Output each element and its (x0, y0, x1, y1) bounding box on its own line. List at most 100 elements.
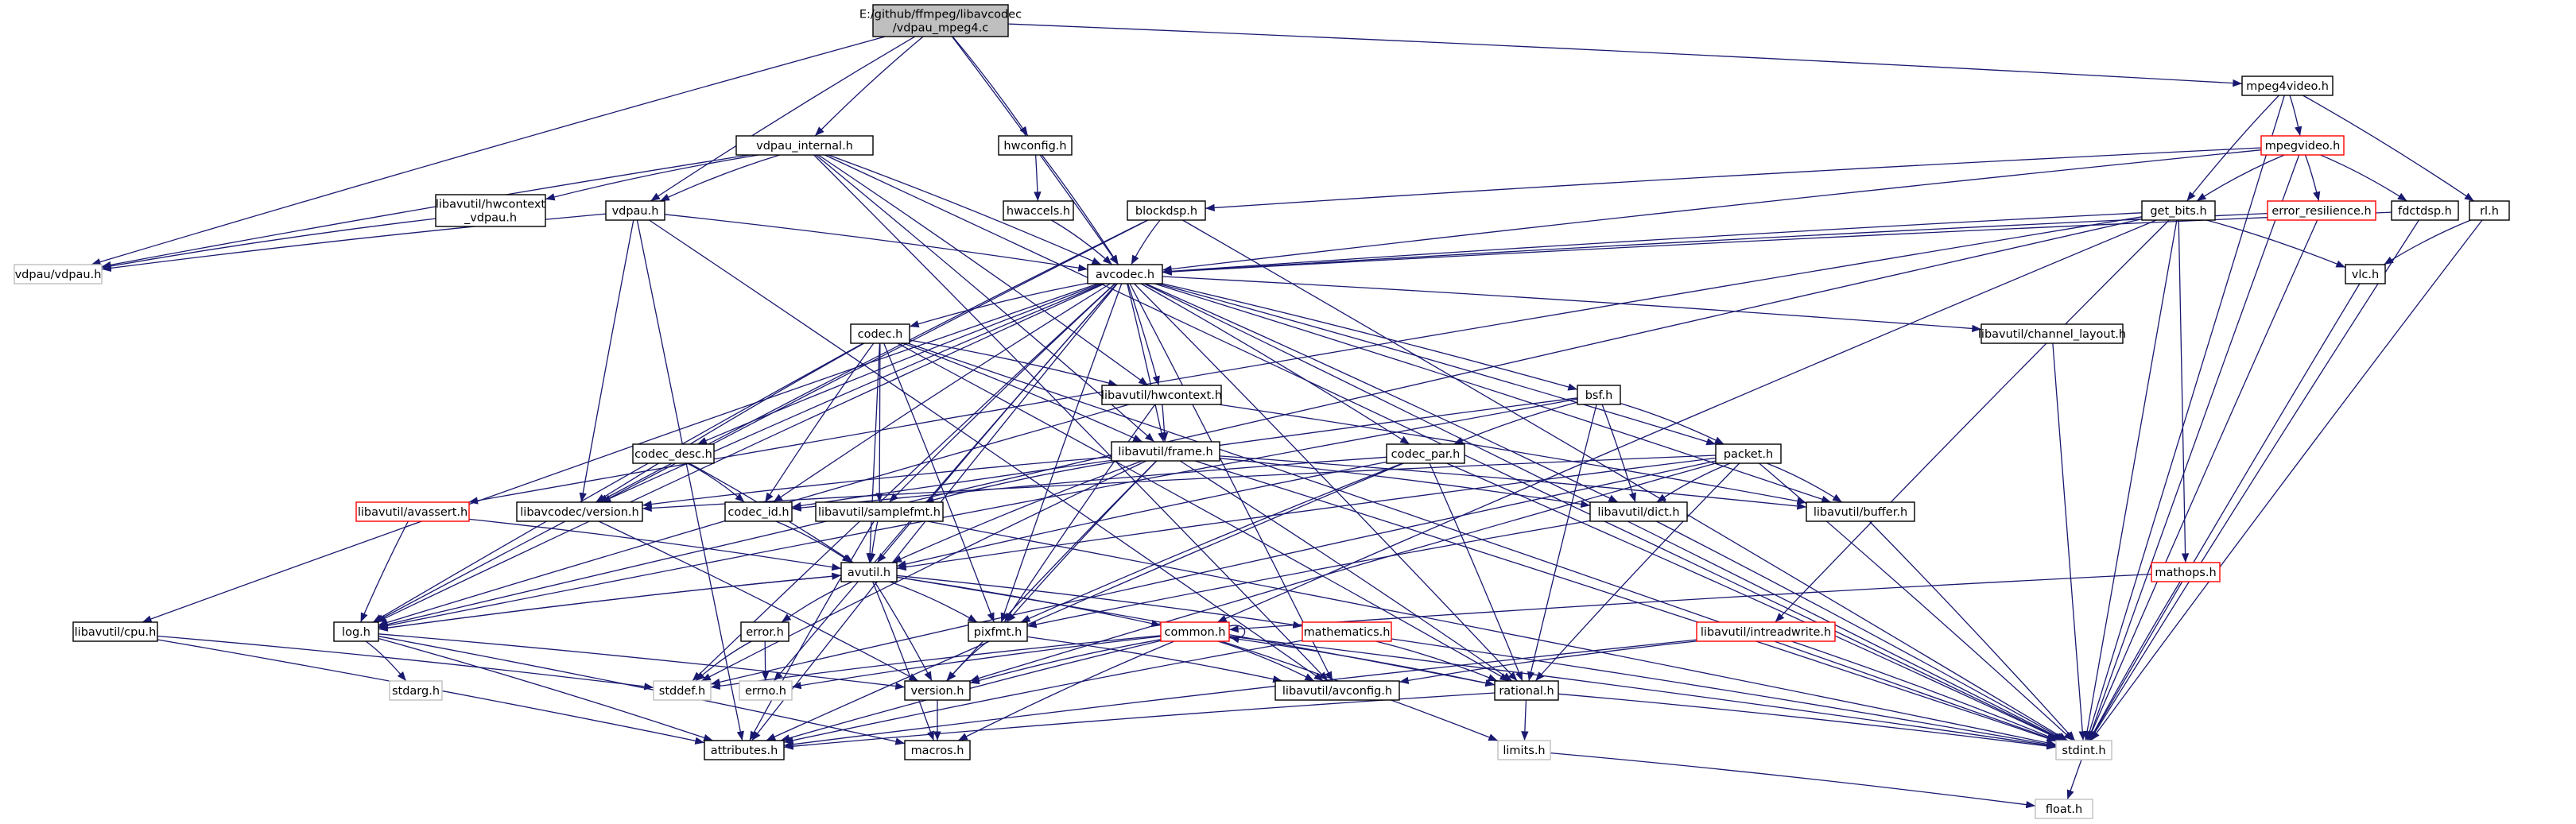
node-label: libavutil/channel_layout.h (1978, 328, 2126, 341)
node-macros-h[interactable]: macros.h (904, 740, 971, 760)
node-codec-id-h[interactable]: codec_id.h (724, 501, 793, 522)
node-label: get_bits.h (2150, 205, 2206, 218)
node-label: macros.h (911, 745, 964, 757)
node-vdpau-vdpau-h[interactable]: vdpau/vdpau.h (14, 264, 103, 284)
edge-libavutil_frame_h-to-rational_h (1179, 460, 1513, 682)
node-hwaccels-h[interactable]: hwaccels.h (1003, 200, 1074, 221)
edge-libavutil_hwcontext_h-to-libavutil_buffer_h (1218, 404, 1807, 505)
node-codec-desc-h[interactable]: codec_desc.h (632, 443, 715, 464)
edge-avcodec_h-to-libavutil_cpu_h (142, 283, 1099, 623)
node-libavutil-dict-h[interactable]: libavutil/dict.h (1589, 501, 1688, 522)
node-box (850, 323, 910, 344)
node-blockdsp-h[interactable]: blockdsp.h (1127, 200, 1206, 221)
edge-hwaccels_h-to-avcodec_h (1050, 219, 1113, 265)
node-box (1494, 680, 1559, 701)
node-label: error.h (746, 626, 784, 639)
node-packet-h[interactable]: packet.h (1715, 443, 1782, 464)
node-attributes-h[interactable]: attributes.h (704, 740, 785, 760)
node-bsf-h[interactable]: bsf.h (1577, 385, 1621, 405)
node-rl-h[interactable]: rl.h (2469, 200, 2510, 221)
node-libavutil-intreadwrite-h[interactable]: libavutil/intreadwrite.h (1696, 621, 1836, 642)
edge-mpegvideo_h-to-error_resilience_h (2304, 154, 2321, 202)
node-mathops-h[interactable]: mathops.h (2151, 562, 2221, 582)
node-box (1101, 385, 1222, 405)
edge-libavutil_dict_h-to-pixfmt_h (1026, 520, 1591, 629)
edge-fdctdsp_h-to-stdint_h (2089, 219, 2419, 741)
node-libavutil-frame-h[interactable]: libavutil/frame.h (1111, 441, 1220, 462)
edge-vdpau_h-to-avcodec_h (664, 214, 1088, 272)
node-libavutil-samplefmt-h[interactable]: libavutil/samplefmt.h (815, 501, 944, 522)
node-get-bits-h[interactable]: get_bits.h (2141, 200, 2216, 221)
edge-avcodec_h-to-codec_desc_h (696, 283, 1102, 445)
node-libavcodec-version-h[interactable]: libavcodec/version.h (516, 501, 643, 522)
edge-vdpau_internal_h-to-vdpau_h (659, 154, 780, 202)
node-pixfmt-h[interactable]: pixfmt.h (968, 621, 1028, 642)
node-avutil-h[interactable]: avutil.h (840, 562, 898, 582)
node-stddef-h[interactable]: stddef.h (653, 680, 712, 701)
edge-bsf_h-to-libavutil_dict_h (1601, 404, 1636, 503)
node-codec-par-h[interactable]: codec_par.h (1386, 443, 1465, 464)
edge-vdpau_internal_h-to-libavutil_avconfig_h (813, 154, 1329, 682)
node-box (1160, 621, 1230, 642)
node-rational-h[interactable]: rational.h (1494, 680, 1559, 701)
edge-codec_par_h-to-attributes_h (766, 462, 1404, 741)
edge-log_h-to-avutil_h (378, 572, 842, 630)
node-vlc-h[interactable]: vlc.h (2345, 264, 2386, 284)
edge-avutil_h-to-error_h (781, 581, 853, 623)
node-libavutil-channel-layout-h[interactable]: libavutil/channel_layout.h (1978, 323, 2126, 344)
edge-limits_h-to-float_h (1550, 752, 2036, 809)
node-libavutil-buffer-h[interactable]: libavutil/buffer.h (1806, 501, 1915, 522)
node-libavutil-hwcontext-vdpau-h[interactable]: libavutil/hwcontext_vdpau.h (435, 194, 546, 227)
node-label: pixfmt.h (974, 626, 1022, 639)
node-label: codec.h (858, 328, 903, 341)
edge-get_bits_h-to-libavutil_avassert_h (468, 216, 2143, 505)
edge-codec_h-to-libavutil_samplefmt_h (875, 342, 883, 503)
node-label: float.h (2046, 803, 2082, 816)
node-common-h[interactable]: common.h (1160, 621, 1230, 642)
edge-blockdsp_h-to-avcodec_h (1131, 219, 1161, 265)
node-mpeg4video-h[interactable]: mpeg4video.h (2241, 75, 2334, 96)
edge-libavutil_hwcontext_h-to-pixfmt_h (1003, 404, 1156, 623)
node-libavutil-hwcontext-h[interactable]: libavutil/hwcontext.h (1101, 385, 1222, 405)
node-box (14, 264, 103, 284)
node-label: mathops.h (2155, 567, 2216, 579)
edge-libavutil_frame_h-to-libavutil_buffer_h (1219, 455, 1807, 510)
node-mpegvideo-h[interactable]: mpegvideo.h (2260, 135, 2345, 156)
node-root[interactable]: E:/github/ffmpeg/libavcodec/vdpau_mpeg4.… (859, 4, 1022, 37)
edge-vdpau_internal_h-to-avcodec_h (828, 154, 1102, 265)
node-vdpau-internal-h[interactable]: vdpau_internal.h (735, 135, 874, 156)
node-limits-h[interactable]: limits.h (1497, 740, 1551, 760)
node-stdarg-h[interactable]: stdarg.h (389, 680, 443, 701)
node-hwconfig-h[interactable]: hwconfig.h (998, 135, 1073, 156)
node-libavutil-cpu-h[interactable]: libavutil/cpu.h (72, 621, 158, 642)
edge-codec_par_h-to-avutil_h (896, 461, 1387, 568)
node-box (2260, 135, 2345, 156)
node-box (333, 621, 379, 642)
node-label: libavutil/hwcontext (436, 199, 546, 211)
node-fdctdsp-h[interactable]: fdctdsp.h (2391, 200, 2459, 221)
node-error-h[interactable]: error.h (740, 621, 789, 642)
edge-libavutil_avassert_h-to-log_h (360, 520, 409, 623)
node-libavutil-avassert-h[interactable]: libavutil/avassert.h (355, 501, 470, 522)
node-error-resilience-h[interactable]: error_resilience.h (2267, 200, 2376, 221)
node-errno-h[interactable]: errno.h (739, 680, 793, 701)
node-box (1003, 200, 1074, 221)
node-log-h[interactable]: log.h (333, 621, 379, 642)
node-float-h[interactable]: float.h (2035, 799, 2093, 819)
node-codec-h[interactable]: codec.h (850, 323, 910, 344)
edge-avcodec_h-to-bsf_h (1162, 283, 1578, 391)
node-mathematics-h[interactable]: mathematics.h (1302, 621, 1392, 642)
edge-mpegvideo_h-to-get_bits_h (2196, 154, 2285, 202)
node-avcodec-h[interactable]: avcodec.h (1087, 264, 1163, 284)
edge-avcodec_h-to-libavutil_hwcontext_h (1127, 283, 1160, 386)
edge-avcodec_h-to-errno_h (773, 283, 1118, 682)
node-version-h[interactable]: version.h (904, 680, 971, 701)
edge-blockdsp_h-to-stdint_h (1182, 219, 2068, 741)
node-libavutil-avconfig-h[interactable]: libavutil/avconfig.h (1274, 680, 1400, 701)
node-label: limits.h (1503, 745, 1545, 757)
edge-libavutil_frame_h-to-libavcodec_version_h (642, 456, 1112, 509)
node-vdpau-h[interactable]: vdpau.h (605, 200, 665, 221)
node-stdint-h[interactable]: stdint.h (2055, 740, 2112, 760)
edge-packet_h-to-stdint_h (1759, 462, 2074, 741)
node-label: libavutil/dict.h (1597, 506, 1679, 519)
